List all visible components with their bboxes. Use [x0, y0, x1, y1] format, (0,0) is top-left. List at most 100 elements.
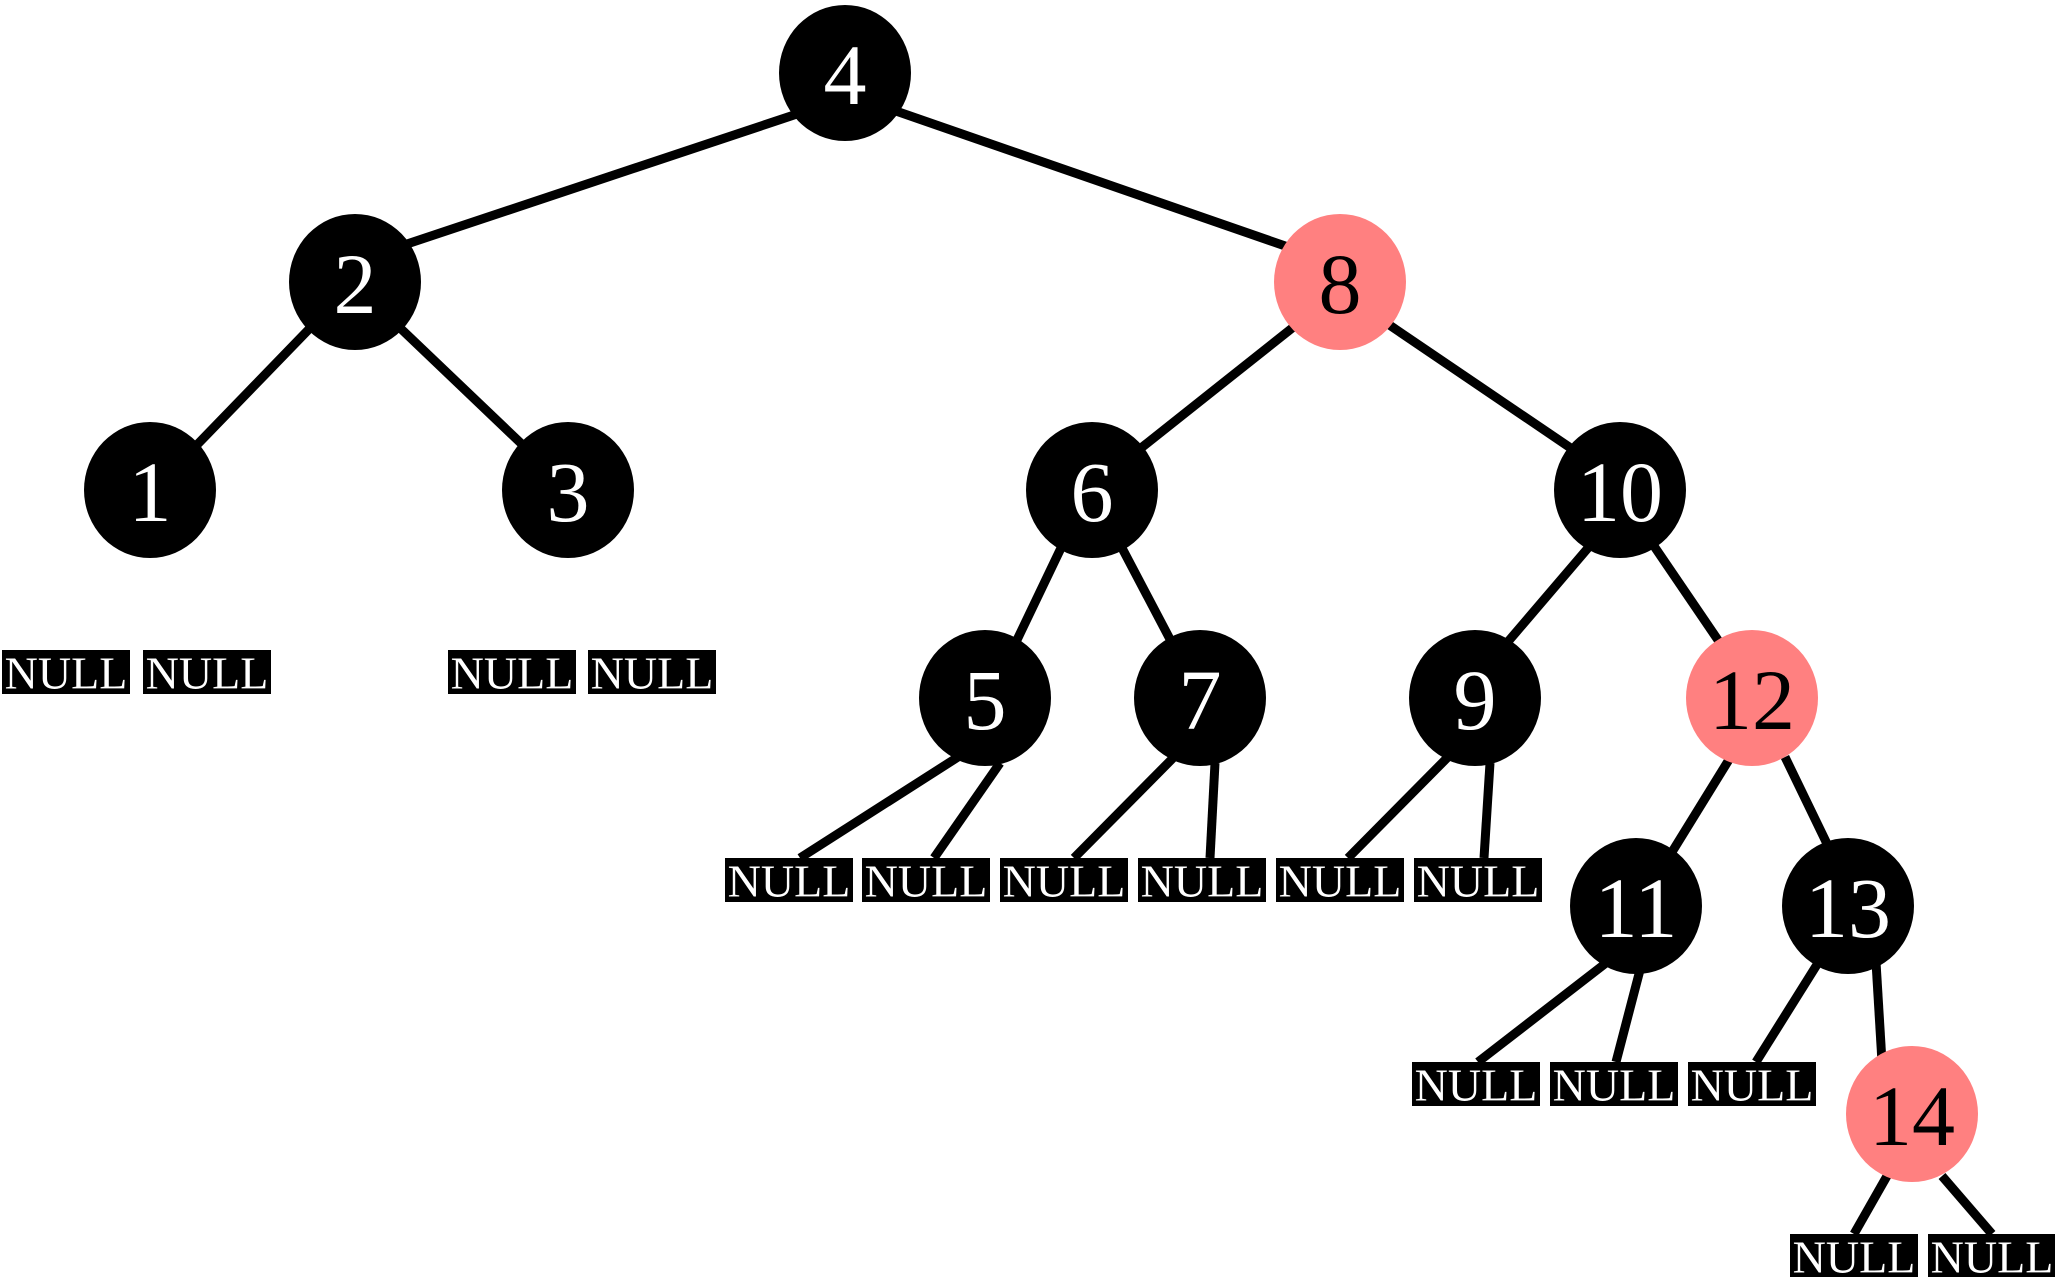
null-box-label: NULL [591, 648, 714, 699]
null-boxes-layer: NULL NULL NULL NULL NULL NULL NULL NULL NULL NULL… [2, 648, 2055, 1277]
null-box-background [725, 858, 853, 902]
tree-node-7[interactable]: 7 [1134, 630, 1266, 766]
node-value-label: 11 [1595, 860, 1678, 956]
node-value-label: 7 [1179, 652, 1222, 748]
null-box-background [1414, 858, 1542, 902]
null-box-label: NULL [146, 648, 269, 699]
tree-node-10[interactable]: 10 [1554, 422, 1686, 558]
node-value-label: 14 [1869, 1068, 1955, 1164]
node-value-label: 3 [547, 444, 590, 540]
tree-node-13[interactable]: 13 [1782, 838, 1914, 974]
tree-edge-n9-null9 [1344, 753, 1452, 862]
null-box-label: NULL [1691, 1060, 1814, 1111]
tree-edge-n14-null14 [1850, 1173, 1891, 1237]
null-box-background [448, 650, 576, 694]
node-circle-black[interactable] [84, 422, 216, 558]
tree-node-14[interactable]: 14 [1846, 1046, 1978, 1182]
tree-node-8[interactable]: 8 [1274, 214, 1406, 350]
null-leaf-box: NULL [588, 648, 716, 699]
tree-edge-n12-n11 [1668, 755, 1734, 855]
tree-edge-n5-null6 [930, 760, 1004, 861]
tree-edge-n11-null11 [1475, 959, 1609, 1066]
null-box-background [143, 650, 271, 694]
node-circle-black[interactable] [1570, 838, 1702, 974]
tree-node-11[interactable]: 11 [1570, 838, 1702, 974]
tree-node-4[interactable]: 4 [779, 5, 911, 141]
null-leaf-box: NULL [1790, 1232, 1918, 1277]
null-leaf-box: NULL [1276, 856, 1404, 907]
null-box-label: NULL [1141, 856, 1264, 907]
null-leaf-box: NULL [1928, 1232, 2055, 1277]
edges-layer [188, 105, 1996, 1237]
tree-edge-n13-n14 [1871, 961, 1887, 1063]
node-circle-black[interactable] [779, 5, 911, 141]
node-circle-red[interactable] [1274, 214, 1406, 350]
tree-node-2[interactable]: 2 [289, 214, 421, 350]
null-box-label: NULL [1417, 856, 1540, 907]
node-circle-black[interactable] [919, 630, 1051, 766]
tree-edge-n12-n13 [1780, 755, 1835, 852]
null-box-label: NULL [728, 856, 851, 907]
null-box-background [1412, 1062, 1540, 1106]
null-box-label: NULL [1553, 1060, 1676, 1111]
node-circle-black[interactable] [1554, 422, 1686, 558]
tree-node-3[interactable]: 3 [502, 422, 634, 558]
tree-edge-n14-null15 [1938, 1173, 1996, 1237]
tree-edge-n7-null7 [1070, 753, 1178, 862]
node-circle-black[interactable] [1026, 422, 1158, 558]
node-circle-black[interactable] [289, 214, 421, 350]
tree-node-5[interactable]: 5 [919, 630, 1051, 766]
node-value-label: 8 [1319, 236, 1362, 332]
node-circle-black[interactable] [1409, 630, 1541, 766]
node-circle-black[interactable] [1134, 630, 1266, 766]
tree-edge-n2-n1 [188, 321, 317, 454]
tree-node-1[interactable]: 1 [84, 422, 216, 558]
tree-edge-n5-null5 [797, 753, 961, 862]
tree-edge-n6-n7 [1118, 545, 1176, 646]
null-box-label: NULL [1003, 856, 1126, 907]
tree-edge-n10-n12 [1650, 543, 1724, 646]
null-box-label: NULL [1279, 856, 1402, 907]
null-box-background [1790, 1234, 1918, 1277]
node-value-label: 4 [824, 27, 867, 123]
tree-node-6[interactable]: 6 [1026, 422, 1158, 558]
node-value-label: 9 [1454, 652, 1497, 748]
null-box-label: NULL [1415, 1060, 1538, 1111]
node-value-label: 10 [1577, 444, 1663, 540]
null-leaf-box: NULL [1688, 1060, 1816, 1111]
node-circle-red[interactable] [1846, 1046, 1978, 1182]
tree-edge-n2-n3 [393, 321, 532, 454]
node-circle-black[interactable] [1782, 838, 1914, 974]
tree-node-9[interactable]: 9 [1409, 630, 1541, 766]
tree-edge-n9-null10 [1479, 762, 1495, 859]
null-leaf-box: NULL [862, 856, 990, 907]
node-circle-red[interactable] [1686, 630, 1818, 766]
null-box-background [1688, 1062, 1816, 1106]
null-leaf-box: NULL [1412, 1060, 1540, 1111]
node-circle-black[interactable] [502, 422, 634, 558]
null-box-label: NULL [5, 648, 128, 699]
tree-edge-n7-null8 [1205, 762, 1220, 859]
tree-node-12[interactable]: 12 [1686, 630, 1818, 766]
tree-edge-n6-n5 [1011, 546, 1066, 644]
node-value-label: 5 [964, 652, 1007, 748]
null-leaf-box: NULL [1414, 856, 1542, 907]
tree-edge-n10-n9 [1502, 545, 1592, 647]
null-leaf-box: NULL [2, 648, 130, 699]
tree-edge-n13-null13 [1752, 960, 1822, 1065]
null-leaf-box: NULL [1000, 856, 1128, 907]
null-leaf-box: NULL [143, 648, 271, 699]
node-value-label: 6 [1071, 444, 1114, 540]
null-box-background [1276, 858, 1404, 902]
null-box-label: NULL [865, 856, 988, 907]
tree-edge-n4-n8 [891, 105, 1293, 253]
null-box-background [862, 858, 990, 902]
tree-edge-n8-n10 [1382, 318, 1581, 457]
null-leaf-box: NULL [725, 856, 853, 907]
null-leaf-box: NULL [448, 648, 576, 699]
null-box-label: NULL [1793, 1232, 1916, 1277]
null-leaf-box: NULL [1138, 856, 1266, 907]
